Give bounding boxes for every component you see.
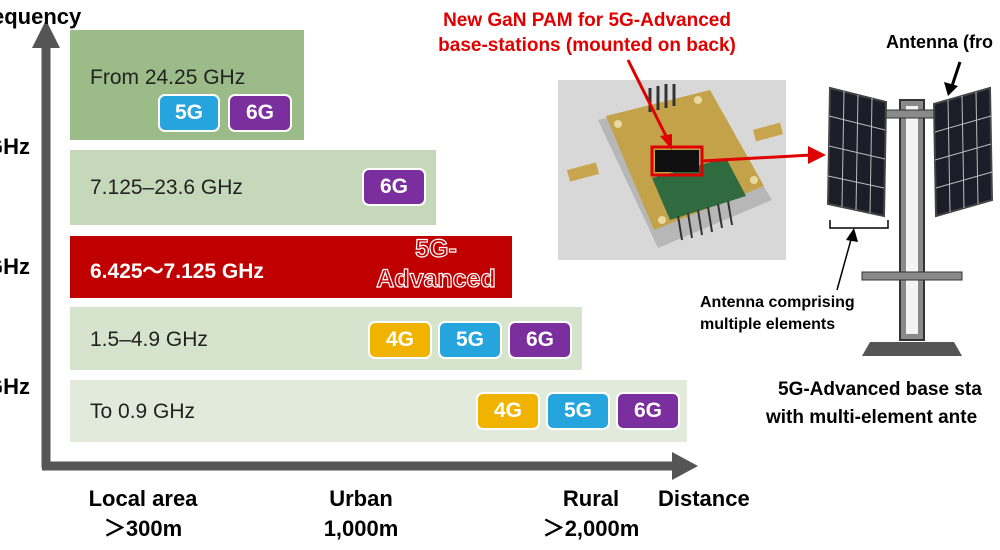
badge-6g: 6G	[616, 392, 680, 430]
badge-5g: 5G	[438, 321, 502, 359]
band-label: 6.425～7.125 GHz	[90, 260, 264, 283]
band-label: 7.125–23.6 GHz	[90, 176, 243, 199]
x-label-line2: 1,000m	[323, 516, 399, 541]
badge-5g-advanced-line1: 5G-	[415, 234, 458, 263]
badge-4g: 4G	[368, 321, 432, 359]
pam-note-line1: New GaN PAM for 5G-Advanced	[443, 10, 731, 31]
badge-6g: 6G	[362, 168, 426, 206]
antenna-tower-illustration	[826, 86, 994, 356]
badge-5g: 5G	[546, 392, 610, 430]
band-09ghz: To 0.9 GHz 4G 5G 6G	[70, 380, 687, 442]
badge-6g: 6G	[508, 321, 572, 359]
base-station-label: 5G-Advanced base sta with multi-element …	[766, 376, 1000, 432]
y-axis-tick: GHz	[0, 254, 30, 279]
band-label: 1.5–4.9 GHz	[90, 328, 208, 351]
band-label: To 0.9 GHz	[90, 400, 196, 423]
band-24ghz: From 24.25 GHz 5G 6G	[70, 30, 304, 140]
base-station-line2: with multi-element ante	[766, 407, 978, 428]
x-label-line1: Rural	[562, 486, 620, 511]
x-label-line1: Urban	[329, 486, 393, 511]
antenna-elements-line1: Antenna comprising	[700, 294, 855, 311]
x-label-line2: ＞300m	[103, 516, 183, 541]
base-station-line1: 5G-Advanced base sta	[778, 379, 982, 400]
x-axis-title: Distance	[658, 486, 750, 511]
x-label-local: Local area ＞300m	[68, 484, 218, 544]
badge-5g-advanced: 5G- Advanced	[366, 234, 506, 294]
x-label-urban: Urban 1,000m	[296, 484, 426, 544]
badge-4g: 4G	[476, 392, 540, 430]
antenna-elements-label: Antenna comprising multiple elements	[700, 292, 855, 336]
x-label-line2: ＞2,000m	[542, 516, 640, 541]
pam-note: New GaN PAM for 5G-Advanced base-station…	[428, 8, 746, 58]
x-label-rural: Rural ＞2,000m	[526, 484, 656, 544]
badge-5g: 5G	[158, 94, 220, 132]
y-axis-title: Frequency	[0, 4, 82, 29]
antenna-top-label: Antenna (fro	[886, 32, 993, 52]
pam-note-line2: base-stations (mounted on back)	[438, 35, 736, 56]
y-axis-tick: GHz	[0, 134, 30, 159]
band-1ghz-4ghz: 1.5–4.9 GHz 4G 5G 6G	[70, 307, 582, 370]
band-label: From 24.25 GHz	[90, 66, 246, 89]
x-label-line1: Local area	[88, 486, 198, 511]
band-7ghz-23ghz: 7.125–23.6 GHz 6G	[70, 150, 436, 225]
antenna-elements-line2: multiple elements	[700, 316, 836, 333]
badge-5g-advanced-line2: Advanced	[376, 264, 497, 293]
y-axis-tick: GHz	[0, 374, 30, 399]
band-6ghz: 6.425～7.125 GHz 5G- Advanced	[70, 234, 512, 298]
badge-6g: 6G	[228, 94, 292, 132]
pam-board-photo	[558, 80, 786, 260]
